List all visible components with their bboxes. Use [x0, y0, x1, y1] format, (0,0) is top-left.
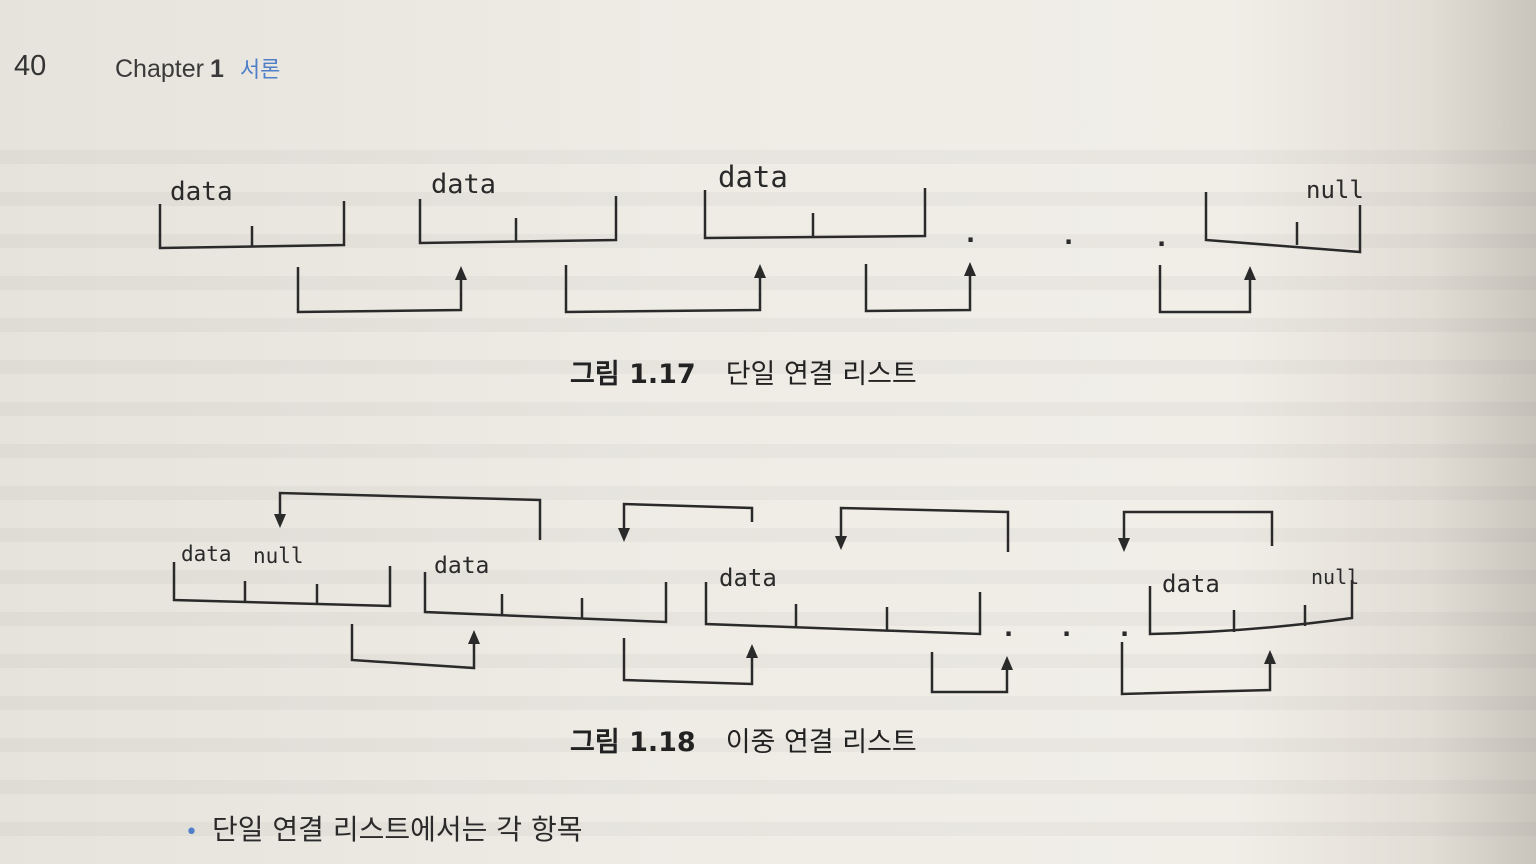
chapter-label: Chapter: [115, 55, 204, 83]
chapter-title: 서론: [239, 57, 281, 82]
bullet-icon: •: [185, 820, 198, 845]
node-text: data: [434, 553, 490, 579]
node-box: [172, 562, 392, 608]
node-box: [1148, 580, 1354, 636]
pointer-arrow: [622, 638, 754, 686]
node-text: data: [1162, 570, 1220, 598]
figure-label: 그림 1.17: [570, 359, 696, 390]
node-box: [703, 188, 927, 240]
arrowhead: [1001, 656, 1013, 670]
ellipsis-dot: ·: [1120, 620, 1130, 648]
figure-1-17-caption: 그림 1.17 단일 연결 리스트: [570, 352, 917, 391]
body-paragraph: • 단일 연결 리스트에서는 각 항목: [185, 808, 582, 848]
ellipsis-dot: ·: [966, 226, 976, 254]
back-pointer-arrow: [278, 491, 542, 540]
body-text: 단일 연결 리스트에서는 각 항목: [211, 813, 583, 846]
pointer-arrow: [930, 652, 1009, 694]
arrowhead: [754, 264, 766, 278]
arrowhead: [274, 514, 286, 528]
arrowhead: [455, 266, 467, 280]
back-pointer-arrow: [622, 502, 754, 530]
node-text: data: [170, 177, 233, 207]
node-text: null: [1311, 565, 1360, 589]
node-text: data: [431, 169, 497, 200]
figure-title: 단일 연결 리스트: [725, 359, 917, 390]
arrowhead: [468, 630, 480, 644]
node-box: [704, 582, 982, 636]
pointer-arrow: [350, 624, 476, 670]
pointer-arrow: [564, 265, 762, 314]
pointer-arrow: [1120, 642, 1272, 696]
pointer-arrow: [296, 267, 463, 314]
pointer-arrow: [864, 264, 972, 313]
figure-label: 그림 1.18: [570, 727, 696, 758]
chapter-number: 1: [209, 55, 224, 83]
node-box: [1204, 192, 1362, 254]
node-text: data: [719, 564, 777, 592]
node-box: [418, 196, 618, 245]
arrowhead: [618, 528, 630, 542]
pointer-arrow: [1158, 265, 1252, 314]
back-pointer-arrow: [1122, 510, 1274, 546]
ellipsis-dot: ·: [1157, 230, 1167, 258]
arrowhead: [964, 262, 976, 276]
ellipsis-dot: ·: [1004, 620, 1014, 648]
figure-1-18-caption: 그림 1.18 이중 연결 리스트: [570, 720, 917, 759]
node-text: data: [718, 160, 788, 194]
node-text: null: [1306, 176, 1364, 204]
node-box: [423, 572, 668, 624]
node-box: [158, 201, 346, 250]
figure-title: 이중 연결 리스트: [725, 727, 917, 758]
arrowhead: [1118, 538, 1130, 552]
node-text: null: [253, 544, 304, 568]
back-pointer-arrow: [839, 506, 1010, 552]
arrowhead: [1264, 650, 1276, 664]
arrowhead: [746, 644, 758, 658]
node-text: data: [181, 542, 232, 566]
ellipsis-dot: ·: [1064, 228, 1074, 256]
page-number: 40: [14, 50, 47, 82]
arrowhead: [835, 536, 847, 550]
ellipsis-dot: ·: [1062, 620, 1072, 648]
arrowhead: [1244, 266, 1256, 280]
